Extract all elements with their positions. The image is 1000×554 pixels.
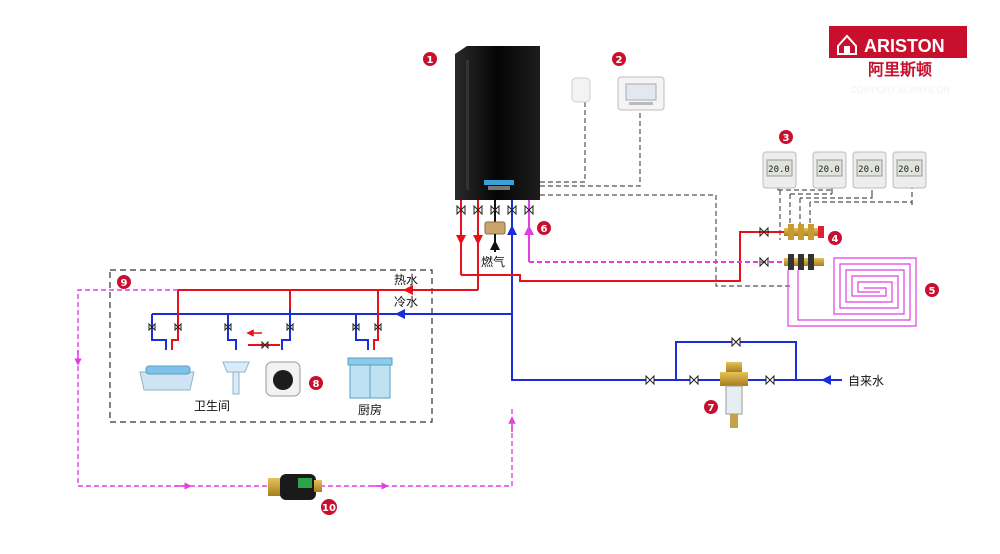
- floor-heating-loop: [787, 257, 917, 327]
- thermostat-4: 20.0: [892, 151, 927, 189]
- tap-water-label: 自来水: [848, 374, 884, 388]
- marker-6: 6: [537, 221, 551, 235]
- outdoor-sensor: [571, 77, 591, 103]
- house-boundary: [109, 269, 433, 423]
- boiler-valves: [456, 204, 534, 216]
- kitchen-cabinet-icon: [347, 357, 393, 399]
- brand-tagline: COMPORT ALWAYS ON: [850, 85, 950, 95]
- heating-circuit: [461, 231, 818, 282]
- manifold-valves: [759, 226, 769, 268]
- brand-name: ARISTON: [864, 36, 945, 56]
- thermostat-3-display: 20.0: [858, 165, 880, 175]
- marker-5: 5: [925, 283, 939, 297]
- svg-text:6: 6: [541, 224, 548, 235]
- pre-filter: [720, 362, 748, 428]
- tap-water-line: [511, 314, 840, 381]
- bathtub-icon: [139, 365, 195, 391]
- svg-text:8: 8: [313, 379, 320, 390]
- svg-text:10: 10: [322, 503, 336, 514]
- svg-text:1: 1: [427, 55, 434, 66]
- thermostat-1-display: 20.0: [768, 165, 790, 175]
- marker-7: 7: [704, 400, 718, 414]
- marker-1: 1: [423, 52, 437, 66]
- svg-text:3: 3: [783, 133, 790, 144]
- svg-text:9: 9: [121, 278, 128, 289]
- brand-name-cn: 阿里斯顿: [868, 60, 932, 79]
- thermostat-4-display: 20.0: [898, 165, 920, 175]
- water-heater-icon: [265, 361, 301, 397]
- svg-text:2: 2: [616, 55, 623, 66]
- gas-label: 燃气: [481, 254, 505, 269]
- marker-10: 10: [321, 499, 337, 515]
- svg-text:4: 4: [832, 234, 839, 245]
- ariston-logo: ARISTON 阿里斯顿 COMPORT ALWAYS ON: [829, 26, 967, 95]
- washbasin-icon: [222, 361, 250, 395]
- svg-text:7: 7: [708, 403, 715, 414]
- room-controller: [617, 76, 665, 111]
- control-wiring: [540, 100, 913, 287]
- floor-manifold: [784, 224, 824, 270]
- domestic-water-mains: [151, 289, 512, 350]
- cold-water-label: 冷水: [394, 295, 418, 309]
- marker-8: 8: [309, 376, 323, 390]
- wall-boiler: [455, 46, 540, 200]
- marker-9: 9: [117, 275, 131, 289]
- marker-3: 3: [779, 130, 793, 144]
- hot-water-label: 热水: [394, 273, 418, 287]
- thermostat-3: 20.0: [852, 151, 887, 189]
- circulation-pump: [268, 474, 322, 500]
- svg-text:5: 5: [929, 286, 936, 297]
- thermostat-2: 20.0: [812, 151, 847, 189]
- thermostat-2-display: 20.0: [818, 165, 840, 175]
- thermostat-1: 20.0: [762, 151, 797, 189]
- marker-2: 2: [612, 52, 626, 66]
- bathroom-label: 卫生间: [194, 399, 230, 413]
- filter-valves: [645, 336, 775, 386]
- gas-valve: [484, 221, 506, 252]
- house-icon: [837, 34, 857, 55]
- kitchen-label: 厨房: [358, 402, 382, 417]
- fixture-valves: [148, 322, 382, 350]
- marker-4: 4: [828, 231, 842, 245]
